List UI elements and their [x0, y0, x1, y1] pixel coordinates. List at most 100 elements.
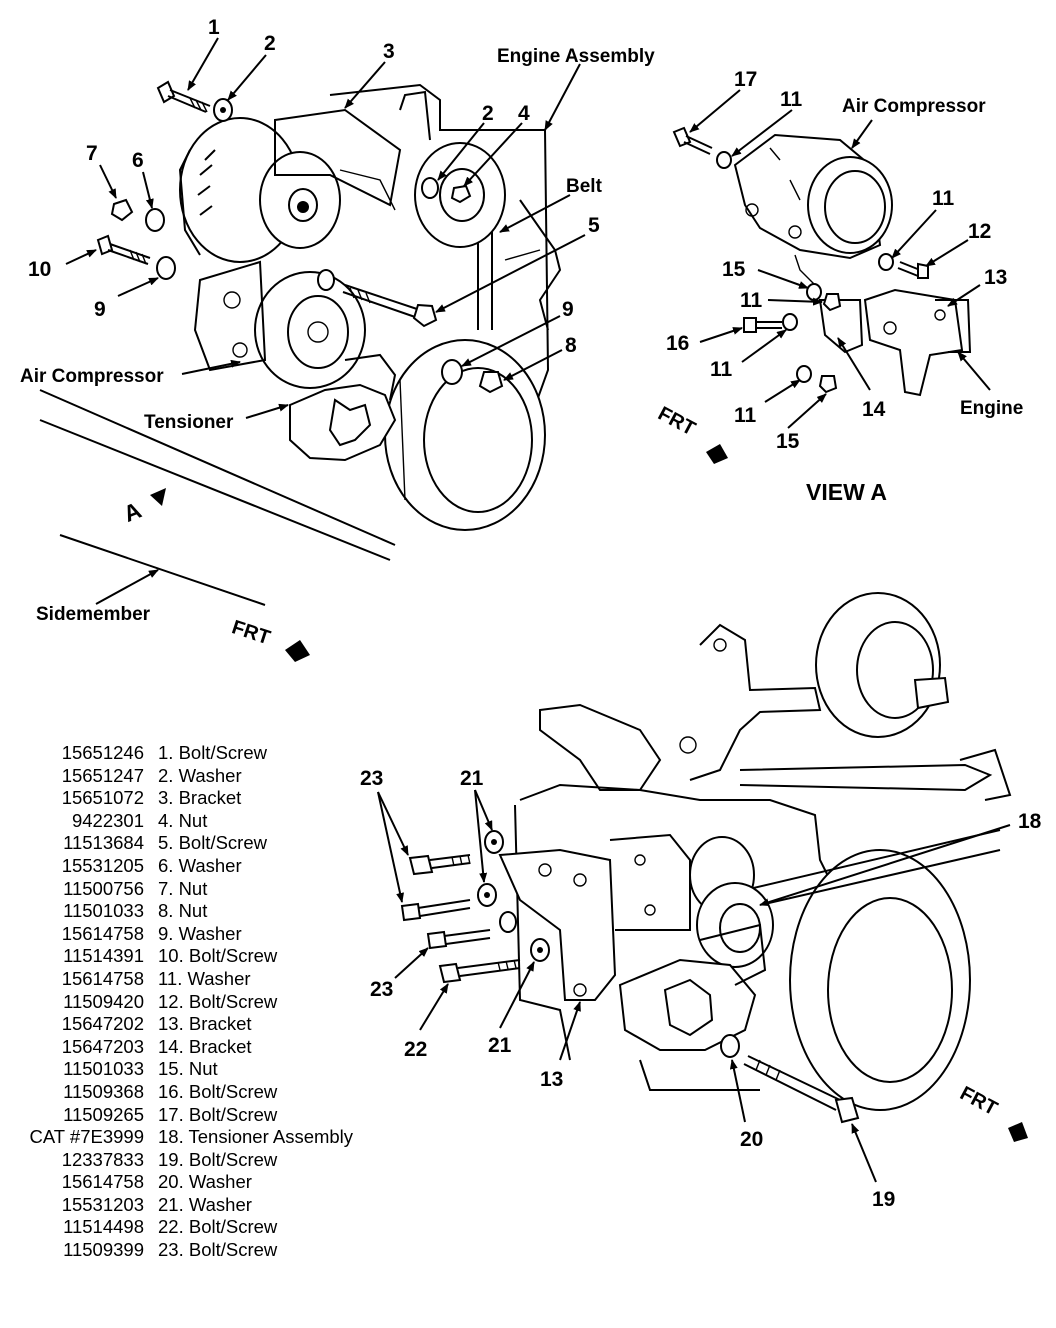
part-description: 3. Bracket — [158, 787, 242, 809]
callout-2: 2 — [264, 32, 276, 55]
callout-11-e: 11 — [734, 404, 757, 427]
part-description: 7. Nut — [158, 877, 208, 899]
part-description: 1. Bolt/Screw — [158, 742, 267, 763]
part-number: 11514391 — [63, 945, 144, 967]
callout-14: 14 — [862, 398, 886, 421]
callout-9: 9 — [94, 298, 106, 321]
part-description: 15. Nut — [158, 1058, 218, 1080]
parts-list-row: 11514391 10. Bolt/Screw — [0, 945, 400, 968]
part-number: 15531205 — [61, 854, 144, 876]
parts-list-row: 15647202 13. Bracket — [0, 1013, 400, 1036]
callout-23-b: 23 — [370, 978, 393, 1001]
part-description: 2. Washer — [158, 764, 242, 786]
part-description: 4. Nut — [158, 809, 208, 831]
callout-7: 7 — [86, 142, 98, 165]
part-number: 11509265 — [63, 1103, 144, 1125]
part-description: 17. Bolt/Screw — [158, 1103, 278, 1125]
engine-assembly-drawing — [39, 80, 562, 662]
callout-15-b: 15 — [776, 430, 800, 453]
part-description: 8. Nut — [158, 900, 208, 922]
part-number: 11509399 — [63, 1239, 144, 1261]
callout-13-bottom: 13 — [540, 1068, 563, 1091]
callout-11-c: 11 — [740, 289, 763, 312]
part-number: 15614758 — [61, 967, 144, 989]
callout-21-b: 21 — [488, 1034, 512, 1057]
callout-3: 3 — [383, 40, 395, 63]
callout-15-a: 15 — [722, 258, 746, 281]
parts-list-row: 11500756 7. Nut — [0, 878, 400, 901]
part-number: CAT #7E3999 — [29, 1126, 144, 1148]
frt-label-bottom: FRT — [956, 1082, 1001, 1120]
callout-11-d: 11 — [710, 358, 733, 381]
callout-12: 12 — [968, 220, 991, 243]
callout-20: 20 — [740, 1128, 763, 1151]
callout-16: 16 — [666, 332, 689, 355]
parts-list-row: 15647203 14. Bracket — [0, 1036, 400, 1059]
parts-list-row: 15651247 2. Washer — [0, 765, 400, 788]
callout-17: 17 — [734, 68, 757, 91]
part-description: 5. Bolt/Screw — [158, 832, 267, 854]
label-engine-view-a: Engine — [960, 398, 1023, 419]
part-number: 11514498 — [63, 1216, 144, 1238]
callout-8: 8 — [565, 334, 577, 357]
part-number: 15651247 — [61, 764, 144, 786]
view-a-title: VIEW A — [806, 479, 887, 505]
parts-list-row: 11513684 5. Bolt/Screw — [0, 832, 400, 855]
parts-list-row: 11501033 15. Nut — [0, 1058, 400, 1081]
parts-list-row: 15614758 11. Washer — [0, 968, 400, 991]
part-description: 16. Bolt/Screw — [158, 1080, 278, 1102]
label-air-compressor: Air Compressor — [20, 366, 164, 387]
part-description: 14. Bracket — [158, 1035, 252, 1057]
part-number: 11500756 — [63, 877, 144, 899]
label-belt: Belt — [566, 176, 603, 197]
leader-lines-bottom — [377, 789, 1011, 1183]
part-description: 10. Bolt/Screw — [158, 945, 278, 967]
parts-list-row: 11514498 22. Bolt/Screw — [0, 1216, 400, 1239]
leader-lines-view-a — [689, 89, 991, 429]
part-description: 11. Washer — [158, 967, 251, 989]
callout-23-a: 23 — [360, 767, 383, 790]
part-description: 20. Washer — [158, 1171, 252, 1193]
frt-label-main: FRT — [229, 616, 273, 649]
part-description: 13. Bracket — [158, 1013, 252, 1035]
part-description: 22. Bolt/Screw — [158, 1216, 278, 1238]
parts-list-row: CAT #7E3999 18. Tensioner Assembly — [0, 1126, 400, 1149]
part-number: 11509368 — [63, 1080, 144, 1102]
callout-9b: 9 — [562, 298, 574, 321]
part-number: 11501033 — [63, 900, 144, 922]
part-description: 6. Washer — [158, 854, 242, 876]
callout-11-b: 11 — [932, 187, 955, 210]
callout-19: 19 — [872, 1188, 895, 1211]
view-arrow-letter: A — [120, 497, 145, 527]
part-description: 12. Bolt/Screw — [158, 990, 278, 1012]
frt-label-view-a: FRT — [654, 403, 699, 441]
part-number: 15531203 — [61, 1193, 144, 1215]
part-number: 12337833 — [61, 1148, 144, 1170]
part-number: 15614758 — [61, 922, 144, 944]
tensioner-assembly-drawing — [400, 592, 1028, 1142]
part-number: 11513684 — [63, 832, 144, 854]
part-number: 15651072 — [61, 787, 144, 809]
part-number: 11501033 — [63, 1058, 144, 1080]
parts-list-row: 15614758 9. Washer — [0, 923, 400, 946]
part-description: 18. Tensioner Assembly — [158, 1126, 354, 1148]
callout-6: 6 — [132, 149, 144, 172]
parts-list-row: 11501033 8. Nut — [0, 900, 400, 923]
part-number: 15651246 — [61, 742, 144, 763]
callout-21-a: 21 — [460, 767, 484, 790]
part-number: 15647203 — [61, 1035, 144, 1057]
callout-4: 4 — [518, 102, 530, 125]
callout-13-view-a: 13 — [984, 266, 1007, 289]
leader-lines-main — [65, 37, 586, 605]
parts-list-row: 15531205 6. Washer — [0, 855, 400, 878]
part-number: 15647202 — [61, 1013, 144, 1035]
part-description: 9. Washer — [158, 922, 242, 944]
label-air-compressor-view-a: Air Compressor — [842, 96, 986, 117]
parts-list-row: 15651246 1. Bolt/Screw — [0, 742, 400, 765]
